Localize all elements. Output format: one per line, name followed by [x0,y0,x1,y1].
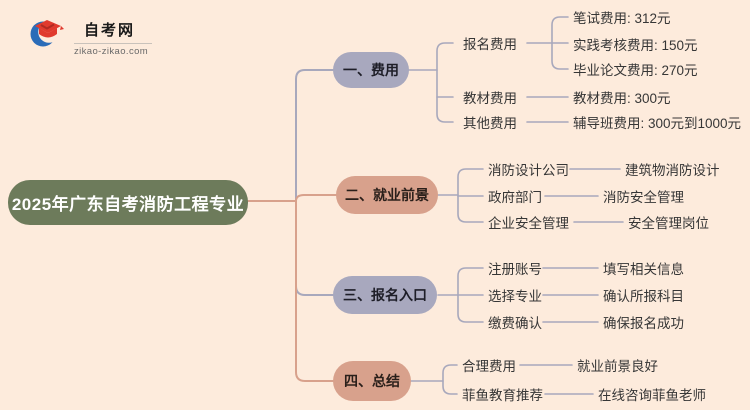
leaf-node: 确保报名成功 [603,316,684,331]
child-node-reasonable-cost: 合理费用 [462,359,516,374]
leaf-node: 建筑物消防设计 [625,163,720,178]
leaf-node: 就业前景良好 [577,359,658,374]
branch-node-registration: 三、报名入口 [333,276,437,314]
root-node: 2025年广东自考消防工程专业 [8,180,248,225]
site-name: 自考网 [84,22,136,39]
leaf-node: 教材费用: 300元 [573,91,671,106]
leaf-node: 消防安全管理 [603,190,684,205]
child-node-other-fee: 其他费用 [463,116,517,131]
site-logo[interactable]: 自考网 zikao-zikao.com [30,16,152,57]
branch-node-summary: 四、总结 [333,361,411,401]
child-node-feiyu-recommend: 菲鱼教育推荐 [462,388,543,403]
leaf-node: 填写相关信息 [603,262,684,277]
child-node-register-account: 注册账号 [488,262,542,277]
leaf-node: 在线咨询菲鱼老师 [598,388,706,403]
leaf-node: 笔试费用: 312元 [573,11,671,26]
child-node-payment-confirm: 缴费确认 [488,316,542,331]
logo-divider [74,43,152,44]
branch-node-fees: 一、费用 [333,52,409,88]
branch-node-career: 二、就业前景 [336,176,438,214]
child-node-textbook-fee: 教材费用 [463,91,517,106]
site-url: zikao-zikao.com [74,46,149,57]
leaf-node: 辅导班费用: 300元到1000元 [573,116,742,131]
child-node-registration-fee: 报名费用 [463,37,517,52]
graduation-cap-icon [30,20,64,47]
child-node-choose-major: 选择专业 [488,289,542,304]
child-node-design-company: 消防设计公司 [488,163,569,178]
leaf-node: 安全管理岗位 [628,216,709,231]
leaf-node: 实践考核费用: 150元 [573,38,698,53]
leaf-node: 毕业论文费用: 270元 [573,63,698,78]
child-node-government: 政府部门 [488,190,542,205]
child-node-enterprise-safety: 企业安全管理 [488,216,569,231]
leaf-node: 确认所报科目 [603,289,684,304]
logo-text: 自考网 zikao-zikao.com [74,16,152,57]
